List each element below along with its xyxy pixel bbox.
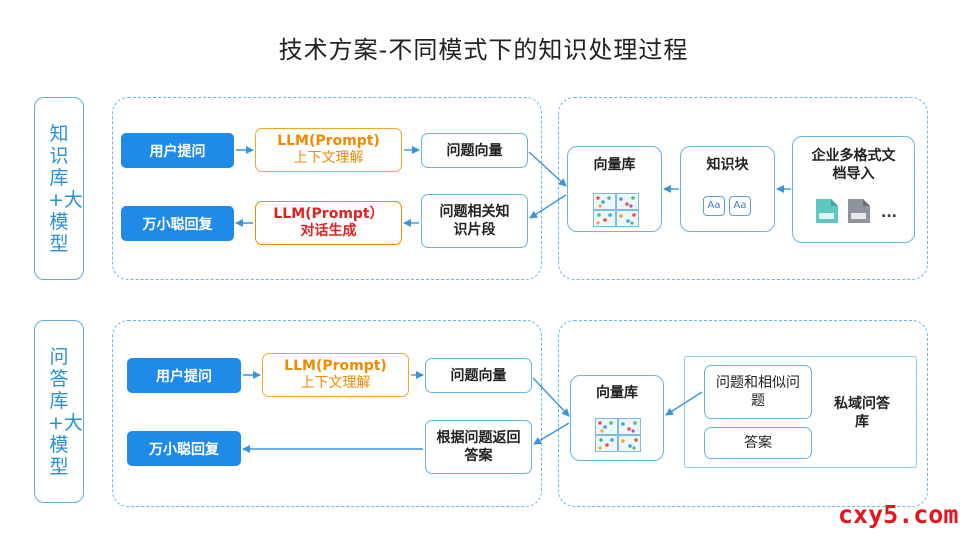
section1-question-vector: 问题向量 bbox=[421, 133, 528, 168]
section2-return-answer: 根据问题返回答案 bbox=[425, 420, 532, 474]
vector-grid-icon bbox=[595, 418, 641, 452]
arrow-vector-to-db bbox=[532, 377, 570, 417]
vector-grid-icon bbox=[593, 193, 639, 227]
section1-vector-db: 向量库 bbox=[567, 146, 662, 232]
section1-llm-dialogue-line1: LLM(Prompt） bbox=[273, 206, 384, 222]
section1-doc-import: 企业多格式文档导入 ... bbox=[792, 136, 915, 243]
section1-knowledge-block-label: 知识块 bbox=[706, 157, 749, 173]
section2-llm-context: LLM(Prompt) 上下文理解 bbox=[262, 353, 409, 397]
arrow-db-to-answer-node bbox=[533, 422, 570, 445]
section1-knowledge-block: 知识块 Aa Aa bbox=[680, 146, 775, 232]
section2-flow-panel bbox=[112, 320, 542, 507]
arrow-qa-to-db bbox=[665, 391, 703, 416]
txt-file-icon bbox=[848, 199, 870, 223]
section1-llm-context-line2: 上下文理解 bbox=[293, 150, 364, 166]
section1-flow-panel bbox=[112, 97, 542, 280]
section1-llm-context: LLM(Prompt) 上下文理解 bbox=[255, 128, 402, 172]
text-block-icon: Aa bbox=[703, 196, 725, 216]
arrow-db-to-knowledge bbox=[529, 194, 567, 219]
section2-qa-answer: 答案 bbox=[704, 427, 812, 459]
section1-knowledge-panel bbox=[558, 97, 928, 280]
page-title: 技术方案-不同模式下的知识处理过程 bbox=[278, 36, 689, 64]
section1-llm-dialogue-line2: 对话生成 bbox=[300, 223, 357, 239]
section2-question-vector: 问题向量 bbox=[425, 358, 532, 393]
section2-qa-questions: 问题和相似问题 bbox=[704, 365, 812, 419]
section2-vector-db-label: 向量库 bbox=[596, 385, 638, 401]
section1-doc-import-label: 企业多格式文档导入 bbox=[811, 148, 896, 182]
section2-qa-panel bbox=[558, 320, 928, 507]
section1-llm-dialogue: LLM(Prompt） 对话生成 bbox=[255, 201, 402, 245]
section2-answer: 万小聪回复 bbox=[127, 431, 241, 466]
section1-llm-context-line1: LLM(Prompt) bbox=[277, 133, 380, 149]
section2-llm-context-line1: LLM(Prompt) bbox=[284, 358, 387, 374]
section1-side-label: 知识库+大模型 bbox=[34, 97, 84, 280]
section1-user-question: 用户提问 bbox=[121, 133, 234, 168]
document-file-icon bbox=[816, 199, 838, 223]
section2-vector-db: 向量库 bbox=[570, 375, 664, 461]
watermark: cxy5.com bbox=[838, 500, 959, 529]
section1-vector-db-label: 向量库 bbox=[593, 157, 636, 173]
section2-private-qa-container bbox=[684, 356, 917, 468]
more-formats-ellipsis: ... bbox=[881, 205, 897, 221]
section2-private-qa-label: 私域问答库 bbox=[834, 396, 890, 430]
arrow-vector-to-db bbox=[528, 151, 567, 187]
section1-related-knowledge: 问题相关知识片段 bbox=[421, 194, 528, 248]
section1-answer: 万小聪回复 bbox=[121, 206, 234, 241]
section2-side-label: 问答库+大模型 bbox=[34, 320, 84, 503]
section2-user-question: 用户提问 bbox=[127, 358, 241, 393]
section2-llm-context-line2: 上下文理解 bbox=[300, 375, 371, 391]
text-block-icon: Aa bbox=[729, 196, 751, 216]
